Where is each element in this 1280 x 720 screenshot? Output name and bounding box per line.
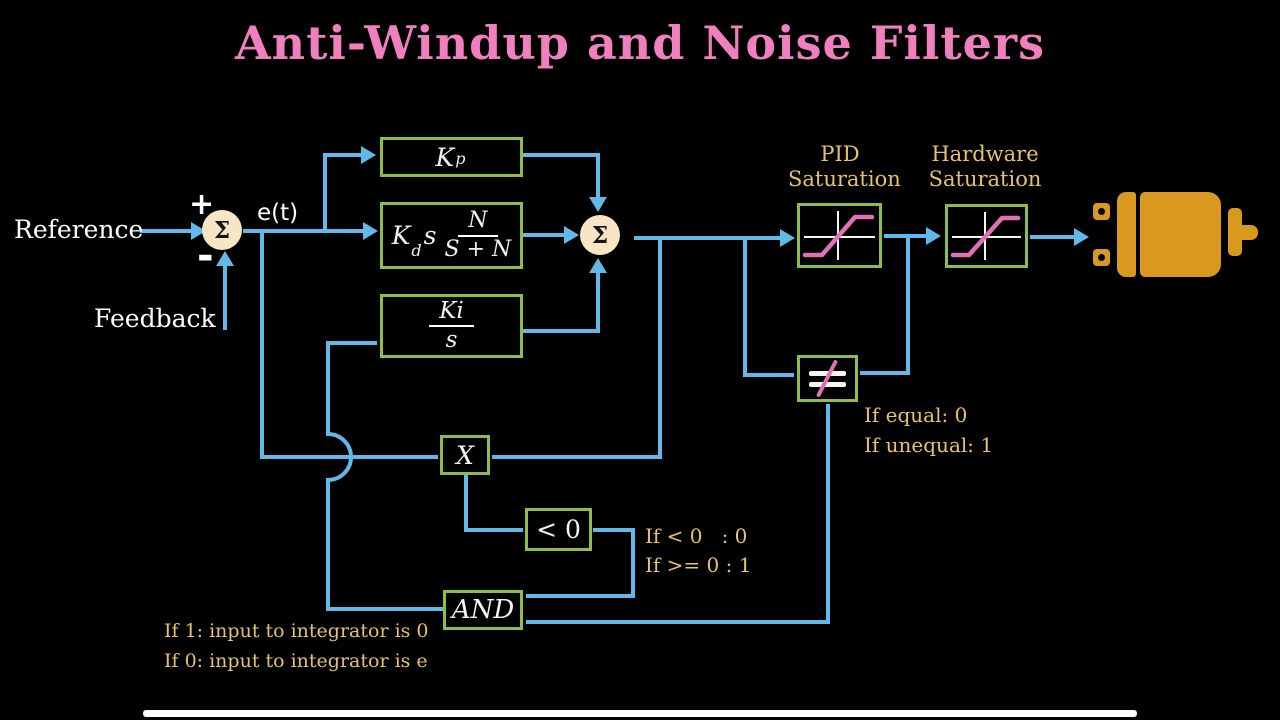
- lt-rule-line2: If >= 0 : 1: [645, 553, 752, 577]
- arrowheads: [191, 146, 1089, 273]
- pid-saturation-line2: Saturation: [788, 167, 901, 191]
- arrowhead: [589, 258, 607, 273]
- kd-s-term: s: [423, 221, 437, 250]
- less-than-zero-block: < 0: [525, 508, 592, 551]
- integrator-numerator: Ki: [429, 298, 474, 327]
- wire-multiplier-to-lt: [464, 475, 523, 532]
- arrowhead: [191, 222, 206, 240]
- neq-rule-line1: If equal: 0: [864, 403, 968, 427]
- wire-lt-to-and: [526, 528, 635, 598]
- kp-gain: K: [435, 142, 455, 172]
- saturation-curve: [802, 214, 875, 258]
- wire-error-to-kp: [323, 153, 362, 229]
- wire-and-to-integrator: [326, 341, 443, 611]
- pid-saturation-line1: PID: [820, 142, 860, 166]
- motor-body: [1140, 192, 1221, 277]
- derivative-filter-fraction: N S + N: [444, 209, 512, 262]
- video-progress-bar[interactable]: [143, 710, 1137, 717]
- hardware-saturation-line1: Hardware: [931, 142, 1039, 166]
- motor-endbell: [1228, 208, 1242, 256]
- arrowhead: [926, 227, 941, 245]
- arrowhead: [363, 222, 378, 240]
- equals-bar-bottom: [809, 382, 846, 387]
- wire-ki-out: [523, 272, 600, 333]
- sum-symbol: Σ: [213, 216, 231, 244]
- wire-sat-to-neq: [860, 236, 910, 375]
- kd-gain: K: [391, 221, 411, 250]
- lt-rule-line1: If < 0 : 0: [645, 524, 748, 548]
- kd-subscript: d: [411, 241, 422, 260]
- pid-summing-junction: Σ: [580, 215, 620, 255]
- page-title: Anti-Windup and Noise Filters: [234, 16, 1046, 70]
- arrowhead: [589, 197, 607, 212]
- error-signal-label: e(t): [257, 200, 299, 226]
- and-gate-label: AND: [451, 595, 515, 625]
- arrowhead: [361, 146, 376, 164]
- motor-mount-hole: [1098, 254, 1105, 261]
- motor-mount-hole: [1098, 208, 1105, 215]
- filter-numerator: N: [458, 209, 498, 237]
- saturation-curve-icon: [802, 211, 875, 260]
- saturation-curve: [950, 215, 1021, 258]
- ki-block: Ki s: [380, 294, 523, 358]
- feedback-label: Feedback: [94, 304, 216, 333]
- reference-label: Reference: [14, 215, 144, 244]
- motor-mount-tab-bottom: [1093, 249, 1110, 266]
- and-gate-block: AND: [443, 590, 523, 630]
- wire-kp-out: [523, 153, 600, 198]
- pid-saturation-label: PID Saturation: [788, 142, 901, 192]
- hardware-saturation-line2: Saturation: [928, 167, 1042, 191]
- multiplier-block: X: [440, 435, 490, 475]
- kp-subscript: p: [455, 149, 466, 168]
- error-summing-junction: Σ: [202, 210, 242, 250]
- minus-sign: -: [197, 233, 214, 279]
- and-rule-line2: If 0: input to integrator is e: [164, 650, 428, 672]
- wire-error-to-multiplier: [260, 231, 438, 459]
- not-equal-block: [797, 355, 858, 402]
- motor-mount-tab-top: [1093, 203, 1110, 220]
- hardware-saturation-label: Hardware Saturation: [925, 142, 1045, 192]
- sum-symbol: Σ: [591, 221, 609, 249]
- motor-end-cap: [1117, 192, 1136, 277]
- integrator-denominator: s: [445, 327, 458, 353]
- multiplier-symbol: X: [456, 440, 474, 470]
- saturation-curve-icon: [950, 212, 1021, 260]
- pid-saturation-block: [797, 203, 882, 268]
- arrowhead: [216, 251, 234, 266]
- comparator-symbol: < 0: [536, 515, 581, 544]
- integrator-fraction: Ki s: [429, 298, 474, 354]
- filter-denominator: S + N: [444, 236, 512, 262]
- motor-shaft: [1240, 225, 1258, 240]
- arrowhead: [780, 229, 795, 247]
- neq-rule-line2: If unequal: 1: [864, 433, 994, 457]
- not-equal-slash: [815, 359, 839, 398]
- hardware-saturation-block: [945, 204, 1028, 268]
- wire-neq-to-and: [526, 404, 830, 624]
- arrowhead: [564, 226, 579, 244]
- plus-sign: +: [189, 187, 215, 222]
- wire-u-to-neq: [743, 238, 794, 377]
- arrowhead: [1074, 228, 1089, 246]
- and-rule-line1: If 1: input to integrator is 0: [164, 620, 429, 642]
